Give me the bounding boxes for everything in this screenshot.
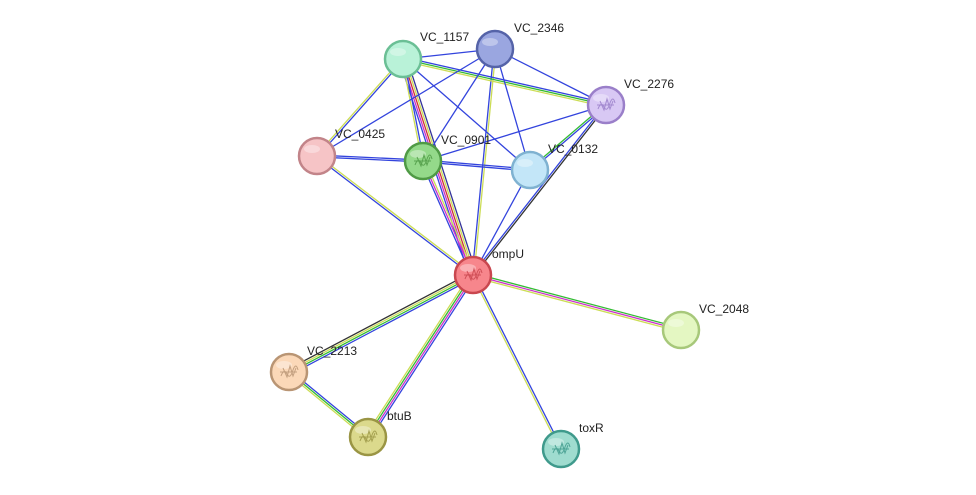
protein-structure-icon [280,364,299,379]
edge-VC_2346-VC_2276[interactable] [494,48,607,106]
protein-structure-icon [552,441,571,456]
node-VC_1157[interactable]: VC_1157 [383,30,469,79]
edge-ompU-VC_2346[interactable] [471,48,497,276]
node-VC_2276[interactable]: VC_2276 [586,77,674,125]
edge-evidence-line [473,49,497,276]
edge-ompU-VC_0901[interactable] [420,159,476,277]
node-label: VC_2048 [699,302,749,316]
node-label: VC_0132 [548,142,598,156]
node-label: VC_2276 [624,77,674,91]
edge-evidence-line [368,275,475,438]
node-highlight [517,159,533,167]
edge-evidence-line [471,48,495,275]
edge-evidence-line [422,104,607,162]
protein-structure-icon [359,429,378,444]
edge-evidence-line [494,48,607,106]
node-highlight [304,145,320,153]
node-label: VC_0901 [441,133,491,147]
edge-evidence-line [365,273,472,436]
edge-evidence-line [472,169,531,276]
edge-evidence-line [473,105,608,276]
edge-evidence-line [315,57,403,156]
protein-structure-icon [597,97,616,112]
node-VC_2346[interactable]: VC_2346 [475,21,564,69]
node-label: btuB [387,409,412,423]
node-circle[interactable] [383,39,423,79]
edge-evidence-line [290,276,475,376]
node-highlight [355,426,371,434]
node-highlight [276,361,292,369]
edge-VC_2346-VC_0132[interactable] [494,48,531,171]
node-btuB[interactable]: btuB [348,409,412,457]
node-circle[interactable] [661,310,701,350]
edge-evidence-line [422,160,474,276]
edge-evidence-line [289,275,474,374]
edge-ompU-VC_2048[interactable] [472,272,682,333]
node-label: ompU [492,247,524,261]
edge-VC_1157-VC_0425[interactable] [315,57,405,158]
node-highlight [390,48,406,56]
edge-VC_2346-VC_0901[interactable] [422,48,496,162]
node-highlight [593,94,609,102]
edge-evidence-line [471,104,606,275]
protein-structure-icon [414,153,433,168]
edge-evidence-line [471,275,561,450]
edge-ompU-btuB[interactable] [365,273,476,439]
node-highlight [548,438,564,446]
node-highlight [668,319,684,327]
edge-ompU-VC_0425[interactable] [316,154,474,277]
edge-evidence-line [316,156,473,277]
edge-evidence-line [366,274,473,437]
edge-evidence-line [424,159,476,275]
node-VC_0132[interactable]: VC_0132 [510,142,598,190]
protein-structure-icon [464,267,483,282]
node-circle[interactable] [510,150,550,190]
edge-ompU-VC_2213[interactable] [287,271,475,376]
node-VC_2213[interactable]: VC_2213 [269,344,357,392]
node-VC_0901[interactable]: VC_0901 [403,133,491,181]
node-highlight [460,264,476,272]
node-label: VC_0425 [335,127,385,141]
edge-VC_2276-VC_0901[interactable] [422,104,607,162]
edge-ompU-toxR[interactable] [471,274,563,450]
node-highlight [410,150,426,158]
edge-evidence-line [288,273,473,372]
node-circle[interactable] [475,29,515,69]
edge-evidence-line [316,48,496,157]
edge-evidence-line [473,274,563,449]
edge-VC_2346-VC_0425[interactable] [316,48,496,157]
node-circle[interactable] [297,136,337,176]
node-label: VC_1157 [420,30,469,44]
node-label: toxR [579,421,604,435]
node-label: VC_2213 [307,344,357,358]
edge-evidence-line [473,272,682,329]
edge-evidence-line [402,58,531,171]
node-ompU[interactable]: ompU [453,247,524,295]
edge-evidence-line [420,161,472,277]
node-VC_0425[interactable]: VC_0425 [297,127,385,176]
node-highlight [482,38,498,46]
edge-VC_1157-VC_0132[interactable] [402,58,531,171]
node-label: VC_2346 [514,21,564,35]
edge-evidence-line [422,48,496,162]
edge-evidence-line [402,60,606,108]
edge-evidence-line [472,274,682,331]
edge-evidence-line [287,271,472,371]
edge-evidence-line [317,59,405,158]
edge-evidence-line [472,276,681,333]
edge-evidence-line [369,276,476,439]
edge-ompU-VC_0132[interactable] [472,169,531,276]
node-VC_2048[interactable]: VC_2048 [661,302,749,350]
edge-ompU-VC_2276[interactable] [471,104,608,276]
edge-evidence-line [403,56,607,104]
edge-evidence-line [494,48,531,171]
edge-evidence-line [317,154,474,275]
node-toxR[interactable]: toxR [541,421,604,469]
